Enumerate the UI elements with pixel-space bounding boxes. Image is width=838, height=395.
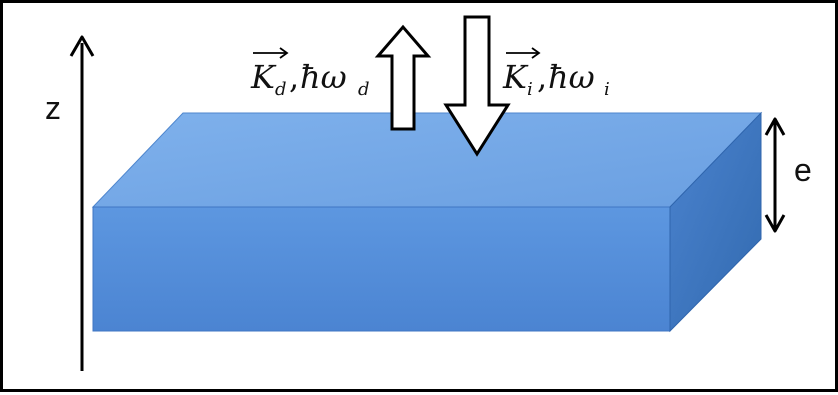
incident-energy-symbol: ħω — [548, 58, 595, 96]
slab-top-face — [91, 112, 763, 208]
incident-separator: , — [537, 58, 547, 96]
diffracted-vector-arrow-icon — [279, 47, 289, 59]
thickness-label: e — [794, 152, 812, 188]
diffracted-arrow-icon — [374, 24, 432, 131]
incident-vector-arrow-icon — [531, 47, 541, 59]
z-axis-label: z — [45, 90, 61, 126]
thickness-marker: e — [764, 117, 812, 233]
incident-vector-symbol: K — [502, 58, 529, 96]
z-axis: z — [45, 35, 95, 371]
diffracted-beam — [374, 24, 432, 131]
z-axis-arrowhead-icon — [69, 35, 95, 57]
slab-side-face — [669, 111, 762, 333]
incident-vector-subscript: i — [527, 79, 533, 100]
diffracted-energy-subscript: d — [358, 79, 370, 100]
incident-wave-label: K i , ħω i — [502, 47, 610, 100]
material-slab — [91, 111, 763, 333]
diffracted-separator: , — [289, 58, 299, 96]
incident-energy-subscript: i — [604, 79, 610, 100]
diffracted-energy-symbol: ħω — [300, 58, 347, 96]
thickness-top-arrowhead-icon — [764, 117, 786, 136]
incident-arrow-icon — [443, 15, 511, 157]
diffracted-vector-subscript: d — [275, 79, 287, 100]
incident-beam — [443, 15, 511, 157]
thickness-bottom-arrowhead-icon — [764, 214, 786, 233]
diagram-canvas: z e K d , ħω d — [45, 15, 812, 371]
slab-front-face — [92, 206, 671, 332]
diffracted-vector-symbol: K — [250, 58, 277, 96]
diffracted-wave-label: K d , ħω d — [250, 47, 370, 100]
